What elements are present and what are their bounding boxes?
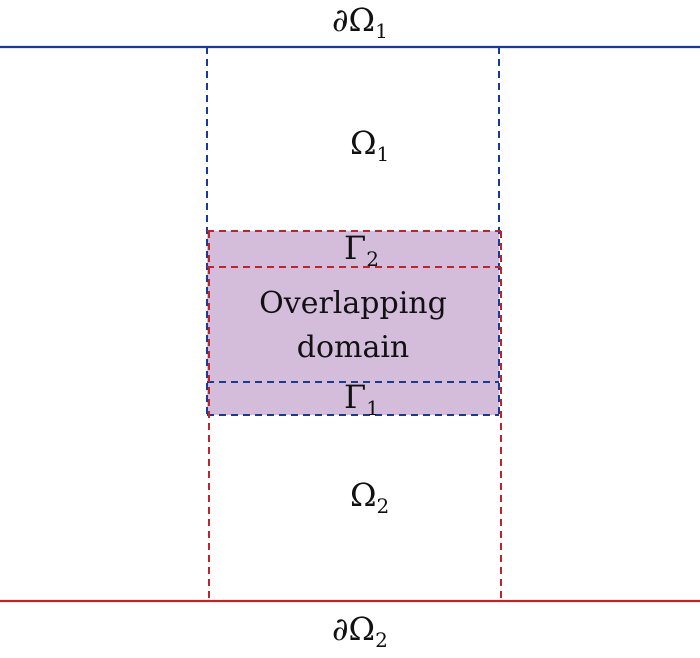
gamma2-label: Γ2 [344,229,379,271]
boundary-top-label: ∂Ω1 [332,1,388,43]
overlap-label-line2: domain [297,330,410,365]
boundary-bottom-label: ∂Ω2 [332,610,388,652]
overlap-label-line1: Overlapping [259,286,447,321]
overlap-region [207,231,499,415]
omega2-label: Ω2 [350,476,389,518]
gamma1-label: Γ1 [344,378,379,420]
omega1-label: Ω1 [350,124,389,166]
